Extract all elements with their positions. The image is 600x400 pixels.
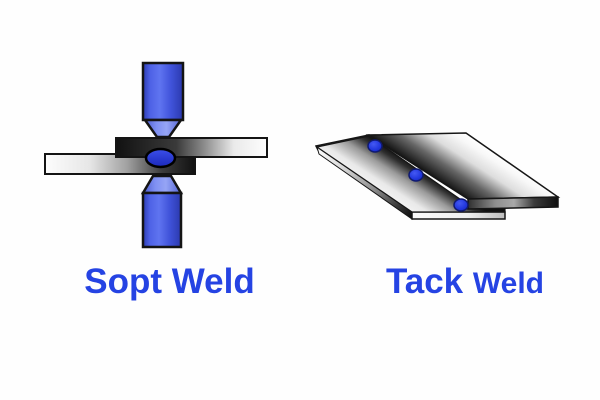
- upper-plate: [115, 137, 268, 158]
- lower-electrode-body: [141, 191, 183, 249]
- weld-nugget: [144, 147, 177, 169]
- upper-electrode-tip: [142, 118, 184, 139]
- tack-weld-dots: [367, 139, 469, 212]
- right-plate: [365, 132, 561, 210]
- right-plate-front-face: [467, 196, 559, 210]
- spot-weld-label-text: Sopt Weld: [84, 262, 255, 301]
- upper-electrode: [141, 61, 185, 139]
- tack-weld-dot: [367, 139, 383, 153]
- tack-weld-dot: [408, 168, 424, 182]
- upper-electrode-body: [141, 61, 185, 122]
- tack-weld-label-word2: Weld: [472, 267, 545, 300]
- tack-weld-diagram: [314, 132, 561, 220]
- left-plate-front-face: [411, 211, 506, 220]
- tack-weld-dot: [453, 198, 469, 212]
- lower-electrode: [140, 174, 184, 249]
- tack-weld-label: Tack Weld: [300, 263, 600, 302]
- lower-electrode-tip: [140, 174, 184, 195]
- spot-weld-label: Sopt Weld: [2, 263, 337, 300]
- tack-weld-label-word1: Tack: [385, 262, 464, 301]
- spot-weld-diagram: [44, 61, 268, 249]
